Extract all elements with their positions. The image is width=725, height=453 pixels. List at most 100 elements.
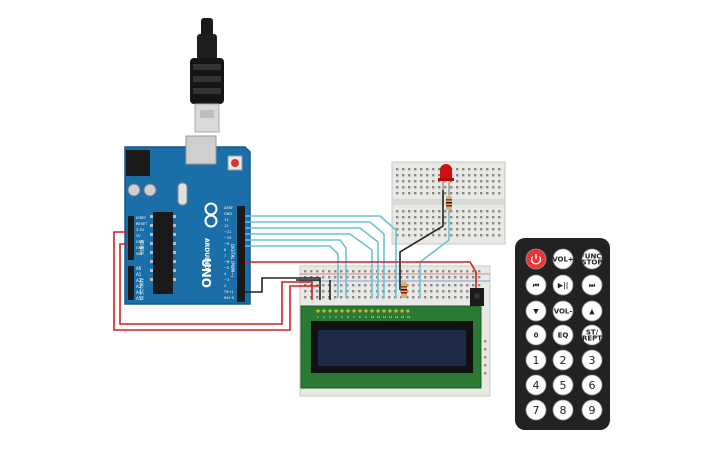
digital-pin-label: ~10 [224, 236, 231, 240]
lcd-pin-label: 11 [377, 315, 381, 319]
digital-pin-label: ~11 [224, 230, 231, 234]
remote-button-2-2[interactable]: ▲ [581, 300, 603, 322]
number-label: 9 [589, 404, 596, 417]
lcd-pin-label: 7 [353, 315, 355, 319]
lcd-pin-label: 4 [335, 315, 337, 319]
pin-label: VIN [136, 252, 142, 256]
remote-button-label: REPT [582, 335, 602, 343]
arduino-model: UNO [199, 258, 213, 288]
arduino-uno-board: ARDUINO UNO POWER ANALOG IN DIGITAL (PWM… [124, 135, 251, 305]
number-label: 7 [533, 404, 540, 417]
remote-button-1-2[interactable]: ⏭ [581, 274, 603, 296]
number-button-3[interactable]: 3 [581, 349, 603, 371]
arduino-logo-text: ARDUINO [203, 238, 210, 269]
remote-button-label: 0 [534, 332, 539, 340]
analog-pin-label: A4 [136, 290, 142, 295]
digital-pin-label: ~5 [224, 266, 229, 270]
left-pin-labels: IOREF RESET 3.3V 5V GND GND VIN [136, 216, 148, 256]
led-resistor [446, 194, 452, 215]
lcd-pin-label: 2 [323, 315, 325, 319]
digital-pin-label: 13 [224, 218, 228, 222]
pin-label: 3.3V [136, 228, 145, 232]
number-label: 4 [533, 379, 540, 392]
digital-pin-label: 2 [224, 284, 226, 288]
remote-button-label: ▲ [589, 308, 595, 316]
red-led [438, 164, 454, 194]
lcd-pin-label: 1 [317, 315, 319, 319]
lcd-pin-label: 14 [395, 315, 399, 319]
pin-label: GND [136, 240, 144, 244]
analog-pin-label: A0 [136, 266, 142, 271]
pin-label: IOREF [136, 216, 146, 220]
remote-button-label: EQ [558, 332, 569, 340]
remote-button-2-0[interactable]: ▼ [525, 300, 547, 322]
number-label: 8 [560, 404, 567, 417]
remote-button-label: ⏮ [533, 282, 540, 290]
number-button-2[interactable]: 2 [552, 349, 574, 371]
digital-pin-label: 12 [224, 224, 228, 228]
remote-button-label: FUNC/ [580, 253, 604, 261]
analog-pin-label: A2 [136, 278, 142, 283]
digital-pin-label: ~3 [224, 278, 229, 282]
lcd-pin-label: 6 [347, 315, 349, 319]
pin-label: GND [136, 246, 144, 250]
remote-button-0-2[interactable]: FUNC/STOP [580, 248, 604, 270]
lcd-pin-label: 10 [371, 315, 375, 319]
remote-button-1-1[interactable]: ▶|| [552, 274, 574, 296]
number-button-5[interactable]: 5 [552, 374, 574, 396]
number-button-9[interactable]: 9 [581, 399, 603, 421]
remote-button-3-0[interactable]: 0 [525, 324, 547, 346]
remote-button-label: ⏭ [589, 282, 596, 290]
lcd-pin-label: 5 [341, 315, 343, 319]
lcd-pin-label: 16 [407, 315, 411, 319]
remote-button-label: STOP [582, 259, 603, 267]
number-label: 3 [589, 354, 596, 367]
number-button-8[interactable]: 8 [552, 399, 574, 421]
digital-pin-label: 7 [224, 254, 226, 258]
usb-cable [190, 18, 224, 133]
analog-pin-label: A3 [136, 284, 142, 289]
remote-button-label: VOL- [554, 308, 573, 316]
lcd-resistor [401, 282, 407, 298]
analog-pin-label: A5 [136, 296, 142, 301]
remote-button-3-2[interactable]: ST/REPT [581, 324, 603, 346]
number-button-1[interactable]: 1 [525, 349, 547, 371]
analog-label: ANALOG IN [139, 278, 144, 300]
digital-pin-label: GND [224, 212, 232, 216]
lcd-pin-label: 12 [383, 315, 387, 319]
digital-pin-label: ~6 [224, 260, 229, 264]
digital-label: DIGITAL (PWM~) [230, 244, 235, 278]
remote-button-label: ▶|| [558, 282, 569, 291]
lcd-pin-label: 15 [401, 315, 405, 319]
pin-label: 5V [136, 234, 141, 238]
number-button-4[interactable]: 4 [525, 374, 547, 396]
remote-button-0-1[interactable]: VOL+ [552, 248, 574, 270]
pin-label: RESET [136, 222, 148, 226]
analog-pin-label: A1 [136, 272, 142, 277]
digital-pin-label: AREF [224, 206, 233, 210]
remote-button-label: ST/ [586, 329, 599, 337]
lcd-pin-label: 13 [389, 315, 393, 319]
digital-pin-label: 4 [224, 272, 227, 276]
remote-button-2-1[interactable]: VOL- [552, 300, 574, 322]
digital-pin-label: TX→1 [223, 290, 234, 294]
arduino-logo [204, 202, 218, 228]
remote-button-label: ▼ [533, 308, 539, 316]
remote-button-1-0[interactable]: ⏮ [525, 274, 547, 296]
remote-button-label: VOL+ [552, 256, 574, 264]
lcd-pin-label: 8 [359, 315, 361, 319]
number-button-6[interactable]: 6 [581, 374, 603, 396]
digital-pin-label: RX←0 [224, 296, 234, 300]
ir-receiver [470, 288, 484, 306]
number-button-7[interactable]: 7 [525, 399, 547, 421]
remote-button-3-1[interactable]: EQ [552, 324, 574, 346]
number-label: 1 [533, 354, 540, 367]
wires [113, 190, 477, 331]
lcd-pin-label: 9 [365, 315, 367, 319]
power-button[interactable] [525, 248, 547, 270]
